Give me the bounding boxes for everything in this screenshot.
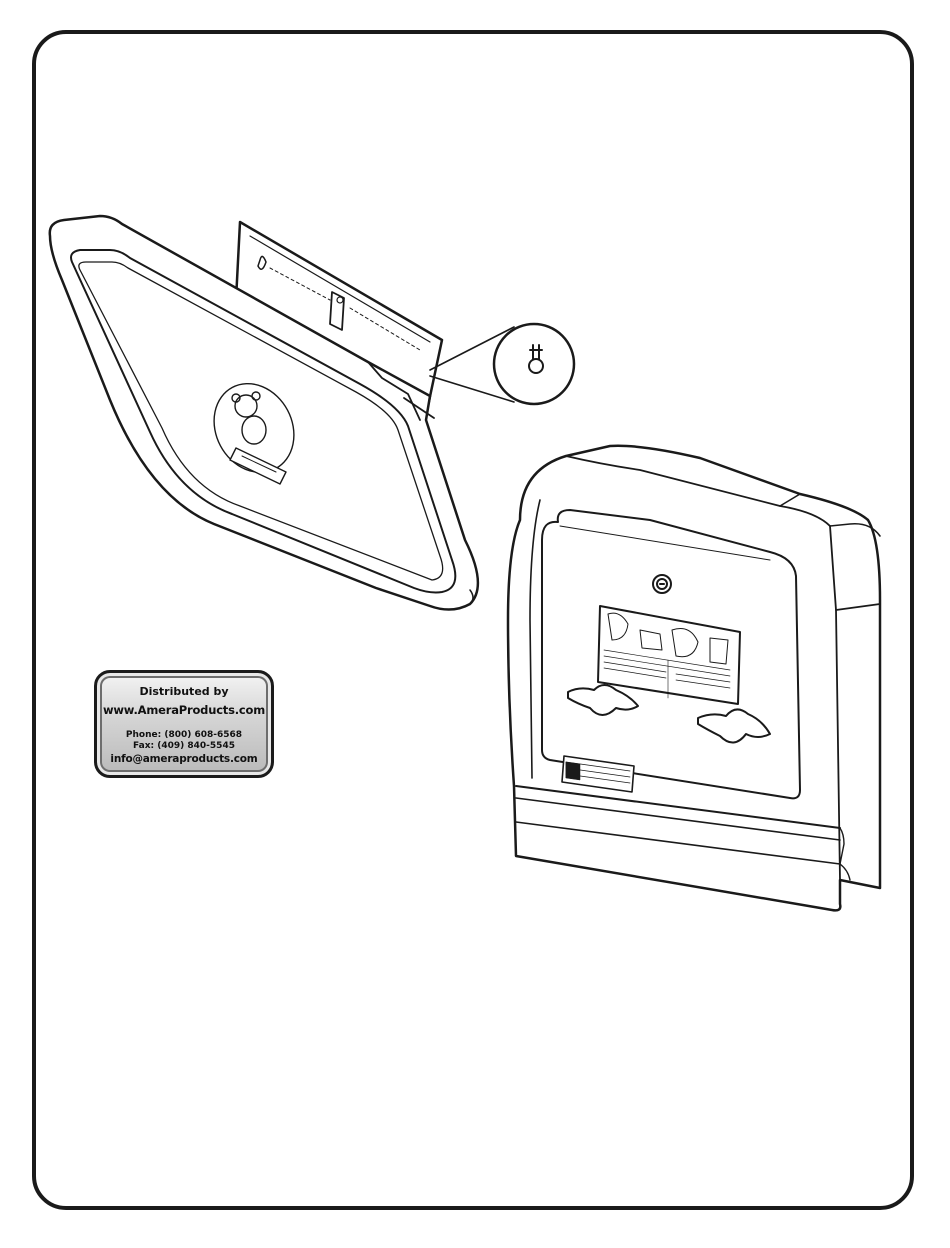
badge-website: www.AmeraProducts.com [97,703,271,717]
badge-email: info@ameraproducts.com [97,753,271,765]
distributor-badge: Distributed by www.AmeraProducts.com Pho… [94,670,274,778]
badge-phone: Phone: (800) 608-6568 [97,730,271,740]
keyhole-callout [430,324,574,404]
badge-fax: Fax: (409) 840-5545 [97,741,271,751]
badge-heading: Distributed by [97,685,271,698]
lock-icon [653,575,671,593]
changing-station-closed [508,446,880,911]
